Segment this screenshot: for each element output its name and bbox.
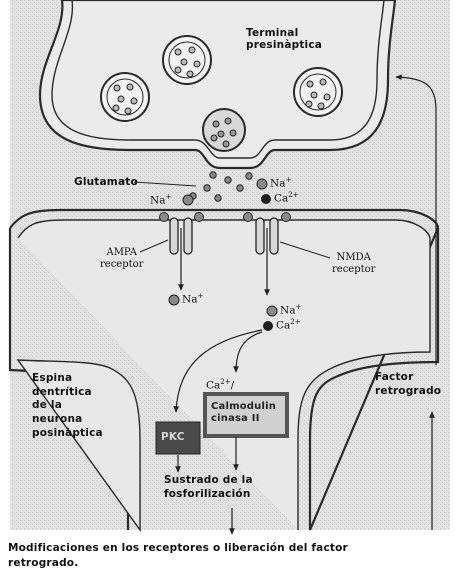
presynaptic-label-line1: Terminal [246,27,322,39]
docked-vesicle [203,109,245,151]
na-ion [257,179,267,189]
retrograde-label: Factor retrogrado [375,370,441,398]
nmda-label-line1: NMDA [332,252,375,264]
na-label-nmda-inside: Na+ [280,303,301,317]
retrograde-label-line2: retrogrado [375,384,441,398]
presynaptic-label-line2: presinàptica [246,39,322,51]
modifications-caption-line2: retrogrado. [8,556,348,571]
modifications-caption: Modificaciones en los receptores o liber… [8,541,348,571]
ca-label-nmda-inside: Ca2+ [276,318,301,332]
ampa-label: AMPA receptor [100,247,143,270]
substrate-label: Sustrado de la fosforilización [164,474,253,501]
spine-label-line5: posinàptica [32,427,103,441]
ca-label-cleft: Ca2+ [274,191,299,205]
vesicle [101,73,149,121]
ampa-label-line1: AMPA [100,247,143,259]
camkii-ca-label: Ca2+/ [206,378,234,392]
modifications-caption-line1: Modificaciones en los receptores o liber… [8,541,348,556]
nmda-label: NMDA receptor [332,252,375,275]
substrate-label-line2: fosforilización [164,488,253,502]
spine-label-line2: dentrítica [32,386,103,400]
na-ion [169,295,179,305]
na-label-cleft: Na+ [150,193,171,207]
vesicle [163,36,211,84]
spine-label-line3: de la [32,399,103,413]
spine-label-line1: Espina [32,372,103,386]
spine-label: Espina dentrítica de la neurona posinàpt… [32,372,103,440]
pkc-label: PKC [161,431,185,443]
na-label-cleft-right: Na+ [270,176,291,190]
camkii-label-line1: Calmodulin [211,401,276,413]
ca-ion [263,321,273,331]
ampa-label-line2: receptor [100,259,143,271]
na-ion [267,306,277,316]
presynaptic-label: Terminal presinàptica [246,27,322,51]
na-label-ampa-inside: Na+ [182,292,203,306]
glutamate-label: Glutamato [74,176,138,188]
camkii-label: Calmodulin cinasa II [211,401,276,424]
camkii-label-line2: cinasa II [211,413,276,425]
na-ion [183,195,193,205]
substrate-label-line1: Sustrado de la [164,474,253,488]
retrograde-label-line1: Factor [375,370,441,384]
spine-label-line4: neurona [32,413,103,427]
ca-ion [261,194,271,204]
nmda-label-line2: receptor [332,264,375,276]
vesicle [294,68,342,116]
